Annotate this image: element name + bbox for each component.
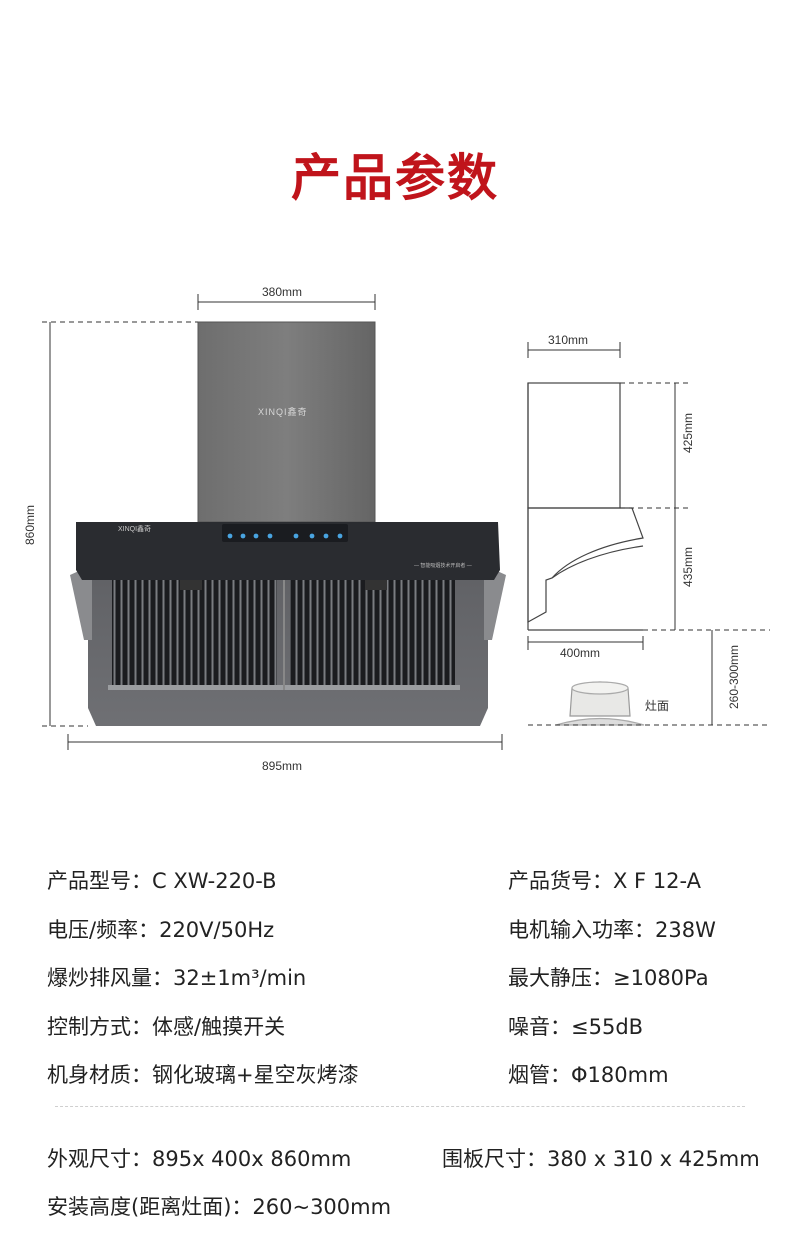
- spec-label: 外观尺寸: [47, 1147, 131, 1171]
- spec-noise: 噪音：≤55dB: [508, 1015, 644, 1039]
- spec-motor-power: 电机输入功率：238W: [508, 918, 716, 942]
- spec-value: 238W: [655, 918, 716, 942]
- dim-install-height: 260-300mm: [727, 644, 741, 710]
- dim-side-top-width: 310mm: [548, 333, 589, 347]
- dim-install-height-spec: 安装高度(距离灶面)：260~300mm: [47, 1195, 392, 1219]
- spec-duct: 烟管：Φ180mm: [508, 1063, 669, 1087]
- spec-material: 机身材质：钢化玻璃+星空灰烤漆: [47, 1063, 359, 1087]
- spec-voltage: 电压/频率：220V/50Hz: [47, 918, 275, 942]
- right-wing: [484, 565, 506, 640]
- left-wing: [70, 565, 92, 640]
- panel-logo: XINQI鑫奇: [118, 526, 152, 533]
- spec-value: C XW-220-B: [152, 869, 277, 893]
- spec-value: 895x 400x 860mm: [152, 1147, 352, 1171]
- spec-control: 控制方式：体感/触摸开关: [47, 1015, 286, 1039]
- dim-side-upper-height: 425mm: [681, 413, 695, 454]
- spec-label: 电机输入功率: [508, 918, 634, 942]
- spec-label: 产品货号: [508, 869, 592, 893]
- spec-label: 机身材质: [47, 1063, 131, 1087]
- dim-side-depth: 400mm: [560, 646, 601, 660]
- spec-label: 围板尺寸: [442, 1147, 526, 1171]
- chimney-cover: [197, 321, 376, 523]
- front-view: [42, 294, 506, 750]
- page-title: 产品参数: [291, 149, 499, 207]
- stove-label: 灶面: [645, 699, 670, 713]
- dim-cover-size: 围板尺寸：380 x 310 x 425mm: [442, 1147, 760, 1171]
- spec-value: 体感/触摸开关: [152, 1015, 286, 1039]
- spec-item-number: 产品货号：X F 12-A: [508, 869, 702, 893]
- spec-value: 32±1m³/min: [173, 966, 307, 990]
- panel-slogan: — 智能吸烟技术开启者 —: [414, 563, 472, 569]
- control-display: [222, 524, 348, 542]
- side-view: [527, 342, 770, 726]
- spec-label: 噪音: [508, 1015, 550, 1039]
- spec-label: 烟管: [508, 1063, 550, 1087]
- front-dimension-lines: [42, 294, 503, 750]
- spec-value: ≤55dB: [571, 1015, 644, 1039]
- spec-value: ≥1080Pa: [613, 966, 709, 990]
- spec-label: 控制方式: [47, 1015, 131, 1039]
- spec-value: 220V/50Hz: [159, 918, 275, 942]
- touch-buttons: [227, 533, 343, 539]
- right-filter: [290, 580, 455, 685]
- dim-front-height: 860mm: [23, 505, 37, 546]
- spec-label: 最大静压: [508, 966, 592, 990]
- spec-label: 安装高度(距离灶面): [47, 1195, 232, 1219]
- spec-airflow: 爆炒排风量：32±1m³/min: [47, 966, 307, 990]
- spec-model: 产品型号：C XW-220-B: [47, 869, 277, 893]
- spec-value: 钢化玻璃+星空灰烤漆: [152, 1063, 359, 1087]
- spec-value: 260~300mm: [252, 1195, 392, 1219]
- spec-label: 电压/频率: [47, 918, 139, 942]
- section-divider: [55, 1106, 745, 1107]
- dim-side-lower-height: 435mm: [681, 547, 695, 588]
- dim-front-width: 895mm: [262, 759, 303, 773]
- spec-label: 爆炒排风量: [47, 966, 152, 990]
- spec-static-pressure: 最大静压：≥1080Pa: [508, 966, 709, 990]
- chimney-logo: XINQI鑫奇: [258, 407, 308, 417]
- glass-panel: [76, 522, 500, 580]
- spec-value: Φ180mm: [571, 1063, 669, 1087]
- left-filter: [112, 580, 277, 685]
- spec-value: X F 12-A: [613, 869, 702, 893]
- spec-value: 380 x 310 x 425mm: [547, 1147, 760, 1171]
- spec-label: 产品型号: [47, 869, 131, 893]
- dim-overall-size: 外观尺寸：895x 400x 860mm: [47, 1147, 352, 1171]
- dim-front-top-width: 380mm: [262, 285, 303, 299]
